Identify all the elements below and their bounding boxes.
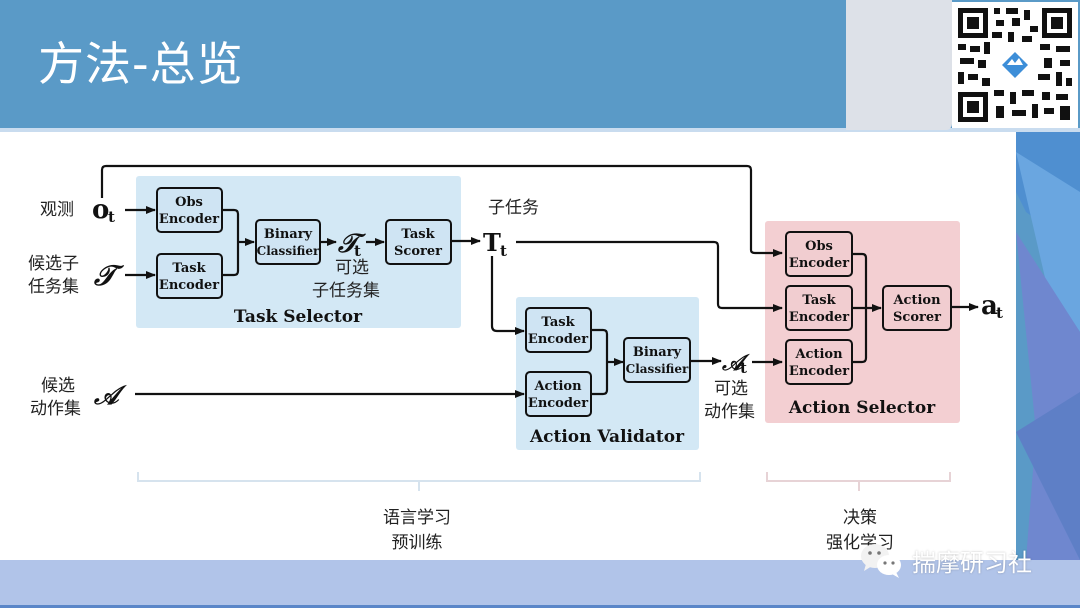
action-scorer-label-1: Action (892, 293, 941, 308)
pretraining-label-2: 预训练 (392, 533, 443, 553)
filtered-actions-subscript: t (740, 359, 747, 377)
as-task-encoder-label-1: Task (802, 293, 836, 308)
qr-code-icon (952, 2, 1078, 128)
obs-skip-connection (100, 164, 783, 257)
rl-label-1: 决策 (843, 508, 877, 528)
ts-task-encoder-label-2: Encoder (159, 278, 219, 293)
av-binary-classifier-label-2: Classifier (626, 362, 689, 376)
candidate-actions-label-2: 动作集 (30, 399, 81, 419)
watermark: 揣摩研习社 (858, 538, 1032, 582)
pretraining-label-1: 语言学习 (383, 508, 451, 528)
as-action-encoder-label-2: Encoder (789, 364, 849, 379)
header-divider (0, 128, 1080, 132)
candidate-tasks-label-1: 候选子 (28, 254, 79, 274)
filtered-tasks-subscript: t (354, 242, 361, 260)
task-selector-title: Task Selector (234, 307, 363, 327)
action-selector-title: Action Selector (788, 398, 936, 418)
as-action-encoder-box (785, 339, 853, 385)
rl-bracket (766, 472, 951, 491)
as-action-encoder-label-1: Action (794, 347, 843, 362)
subtask-symbol: T (483, 228, 501, 257)
subtask-to-as-task-encoder (516, 240, 783, 312)
subtask-to-av-task-encoder (490, 256, 525, 335)
ts-binary-classifier-box (255, 219, 321, 265)
observation-subscript: t (108, 208, 115, 226)
candidate-tasks-symbol: 𝒯 (93, 259, 125, 292)
av-task-encoder-box (525, 307, 592, 353)
action-validator-title: Action Validator (529, 427, 685, 447)
pretraining-bracket (137, 472, 701, 491)
av-action-encoder-label-1: Action (533, 379, 582, 394)
filtered-actions-label-1: 可选 (714, 379, 748, 399)
ts-obs-encoder-label-2: Encoder (159, 212, 219, 227)
action-scorer-label-2: Scorer (893, 310, 941, 325)
av-binary-classifier-box (623, 337, 691, 383)
wechat-icon (861, 544, 901, 578)
observation-symbol: o (92, 195, 109, 225)
qr-code (952, 2, 1078, 128)
as-obs-encoder-label-1: Obs (805, 239, 833, 254)
as-obs-encoder-box (785, 231, 853, 277)
as-task-encoder-box (785, 285, 853, 331)
candidate-actions-label-1: 候选 (41, 376, 75, 396)
as-obs-encoder-label-2: Encoder (789, 256, 849, 271)
slide-title: 方法-总览 (38, 37, 244, 91)
qr-side-panel (846, 0, 952, 130)
filtered-tasks-label-1: 可选 (335, 258, 369, 278)
as-task-encoder-label-2: Encoder (789, 310, 849, 325)
av-task-encoder-label-1: Task (541, 315, 575, 330)
task-scorer-label-2: Scorer (394, 244, 442, 259)
candidate-tasks-label-2: 任务集 (28, 277, 79, 297)
task-scorer-box (385, 219, 452, 265)
av-binary-classifier-label-1: Binary (633, 345, 682, 360)
task-scorer-label-1: Task (401, 227, 435, 242)
action-output-symbol: a (981, 291, 998, 321)
filtered-actions-label-2: 动作集 (704, 402, 755, 422)
action-output-subscript: t (996, 304, 1003, 322)
ts-task-encoder-label-1: Task (172, 261, 206, 276)
watermark-text: 揣摩研习社 (912, 548, 1032, 577)
subtask-subscript: t (500, 242, 507, 260)
content-area-lower (0, 460, 846, 560)
av-action-encoder-label-2: Encoder (528, 396, 588, 411)
ts-obs-encoder-box (156, 187, 223, 233)
action-scorer-box (882, 285, 952, 331)
ts-task-encoder-box (156, 253, 223, 299)
av-task-encoder-label-2: Encoder (528, 332, 588, 347)
filtered-tasks-label-2: 子任务集 (312, 281, 380, 301)
subtask-label: 子任务 (488, 198, 539, 218)
candidate-actions-symbol: 𝒜 (93, 381, 128, 411)
footer-divider (0, 605, 1080, 608)
av-action-encoder-box (525, 371, 592, 417)
ts-binary-classifier-label-2: Classifier (257, 244, 320, 258)
observation-label: 观测 (40, 200, 74, 220)
ts-binary-classifier-label-1: Binary (264, 227, 313, 242)
ts-obs-encoder-label-1: Obs (175, 195, 203, 210)
